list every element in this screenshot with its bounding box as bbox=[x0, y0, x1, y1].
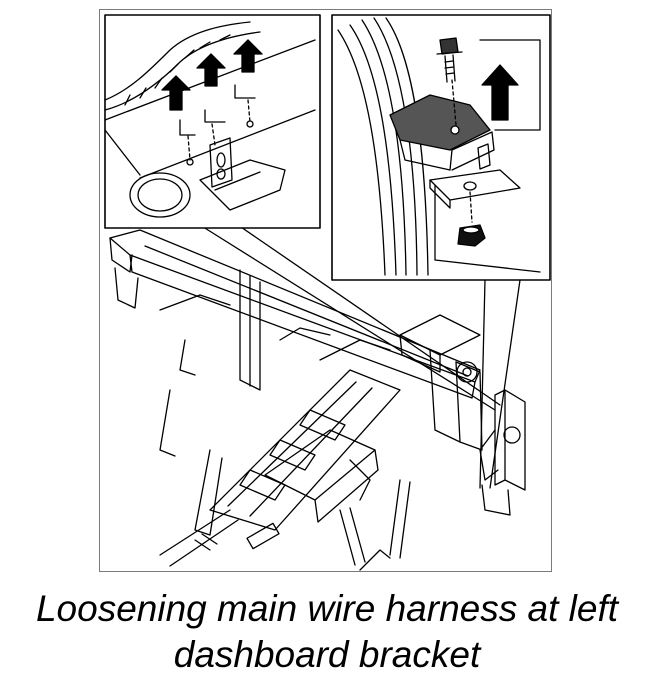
caption-line-1: Loosening main wire harness at left bbox=[35, 588, 619, 629]
callout-leader-lines bbox=[199, 224, 521, 489]
inset-bracket-bolt bbox=[331, 14, 551, 281]
lift-arrow-icon bbox=[481, 64, 519, 121]
figure-caption: Loosening main wire harness at left dash… bbox=[0, 586, 654, 678]
inset-harness-clips bbox=[104, 14, 321, 229]
caption-line-2: dashboard bracket bbox=[173, 634, 481, 675]
service-illustration bbox=[99, 9, 552, 572]
lift-arrow-icon bbox=[161, 39, 263, 111]
dashboard-frame-assembly bbox=[109, 229, 526, 571]
nut-icon bbox=[457, 224, 486, 247]
bolt-icon bbox=[436, 37, 463, 83]
